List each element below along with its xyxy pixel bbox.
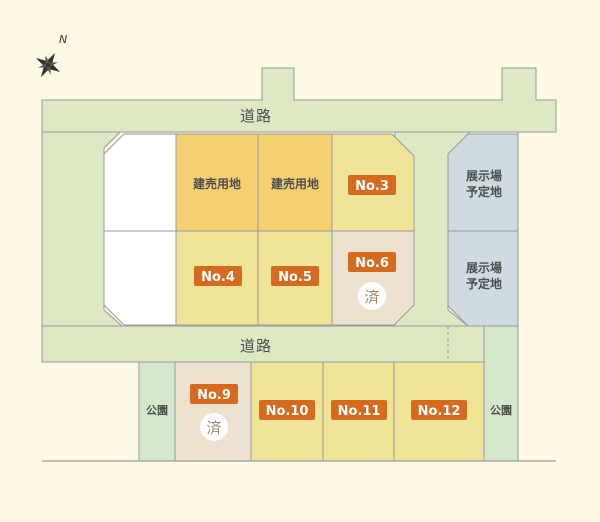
top-road <box>41 67 557 133</box>
sold-badge-no9-text: 済 <box>206 419 221 437</box>
lot-tag-no5-text: No.5 <box>278 270 312 285</box>
lot-tag-no4: No.4 <box>194 266 242 286</box>
lot-tag-no6-text: No.6 <box>355 256 389 271</box>
lot-sale-1-label: 建売用地 <box>192 176 241 191</box>
showroom-1-line2: 予定地 <box>466 184 502 199</box>
park-right <box>483 325 519 462</box>
compass-icon: N <box>35 33 67 78</box>
sold-badge-no6: 済 <box>358 282 386 310</box>
showroom-1-line1: 展示場 <box>466 168 502 183</box>
lot-blank-top <box>103 133 177 232</box>
lot-tag-no10: No.10 <box>259 400 315 420</box>
lot-blank-bottom <box>103 230 177 326</box>
lot-tag-no11-text: No.11 <box>338 404 381 419</box>
road-label-top: 道路 <box>240 107 272 125</box>
lot-sale-2-label: 建売用地 <box>270 176 319 191</box>
lot-sale-2 <box>257 133 333 232</box>
road-label-middle: 道路 <box>240 337 272 355</box>
showroom-2-line2: 予定地 <box>466 276 502 291</box>
showroom-2-line1: 展示場 <box>466 260 502 275</box>
sold-badge-no6-text: 済 <box>364 288 379 306</box>
lot-tag-no10-text: No.10 <box>266 404 309 419</box>
lot-tag-no3-text: No.3 <box>355 179 389 194</box>
middle-road <box>41 325 519 363</box>
lot-tag-no9-text: No.9 <box>197 388 231 403</box>
park-left-label: 公園 <box>146 404 168 417</box>
lot-no9 <box>174 361 252 462</box>
lot-tag-no9: No.9 <box>190 384 238 404</box>
park-left <box>138 361 176 462</box>
lot-tag-no11: No.11 <box>331 400 387 420</box>
park-right-label: 公園 <box>490 404 512 417</box>
lot-tag-no4-text: No.4 <box>201 270 235 285</box>
lot-tag-no3: No.3 <box>348 175 396 195</box>
lot-tag-no12-text: No.12 <box>418 404 461 419</box>
north-label: N <box>59 33 67 46</box>
showroom-area <box>447 133 519 327</box>
upper-block <box>103 133 415 326</box>
sold-badge-no9: 済 <box>200 413 228 441</box>
lot-tag-no12: No.12 <box>411 400 467 420</box>
lot-tag-no5: No.5 <box>271 266 319 286</box>
lot-no6 <box>331 230 415 326</box>
lot-tag-no6: No.6 <box>348 252 396 272</box>
